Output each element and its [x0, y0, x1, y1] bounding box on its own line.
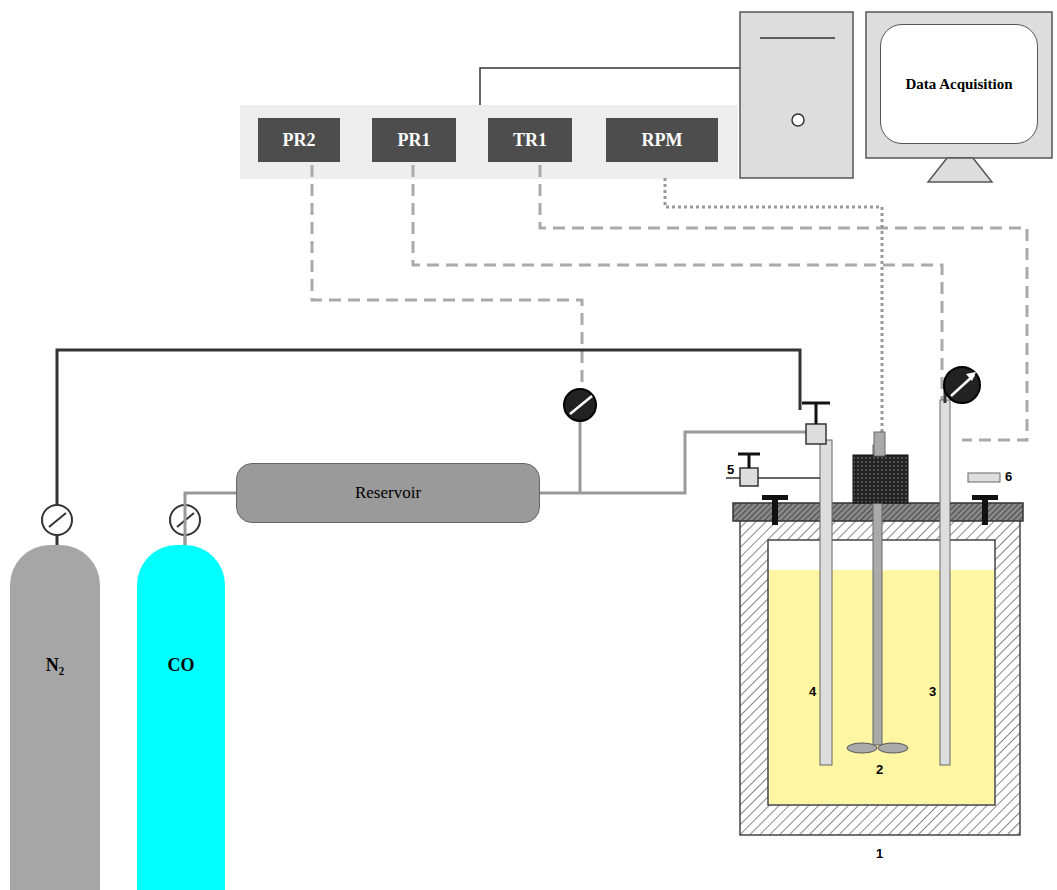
node-text: Data Acquisition [895, 74, 1023, 94]
gas-cylinder: N₂ [10, 545, 100, 890]
node-text: N₂ [46, 655, 64, 676]
gas-line [185, 493, 236, 545]
recorder-box: PR1 [372, 118, 456, 162]
recorder-box: TR1 [488, 118, 572, 162]
node-text: CO [168, 655, 195, 676]
node-text: TR1 [513, 130, 547, 151]
panel [240, 105, 738, 179]
callout-number: 4 [809, 684, 816, 699]
monitor-screen: Data Acquisition [880, 24, 1038, 144]
node-text: Reservoir [355, 483, 421, 503]
node-text: PR1 [398, 130, 431, 151]
node-text: PR2 [283, 130, 316, 151]
callout-number: 1 [876, 846, 883, 861]
recorder-box: RPM [606, 118, 718, 162]
callout-number: 3 [929, 684, 936, 699]
reservoir-tank: Reservoir [236, 463, 540, 523]
gas-cylinder: CO [137, 545, 225, 890]
cylinder-gauge [42, 505, 200, 548]
callout-number: 2 [876, 762, 883, 777]
recorder-box: PR2 [258, 118, 340, 162]
monitor [866, 12, 1052, 158]
pressure-gauge [564, 389, 596, 421]
node-text: RPM [642, 130, 683, 151]
callout-number: 6 [1005, 469, 1012, 484]
reactor [726, 367, 1023, 835]
computer-tower [740, 12, 853, 178]
callout-number: 5 [727, 462, 734, 477]
